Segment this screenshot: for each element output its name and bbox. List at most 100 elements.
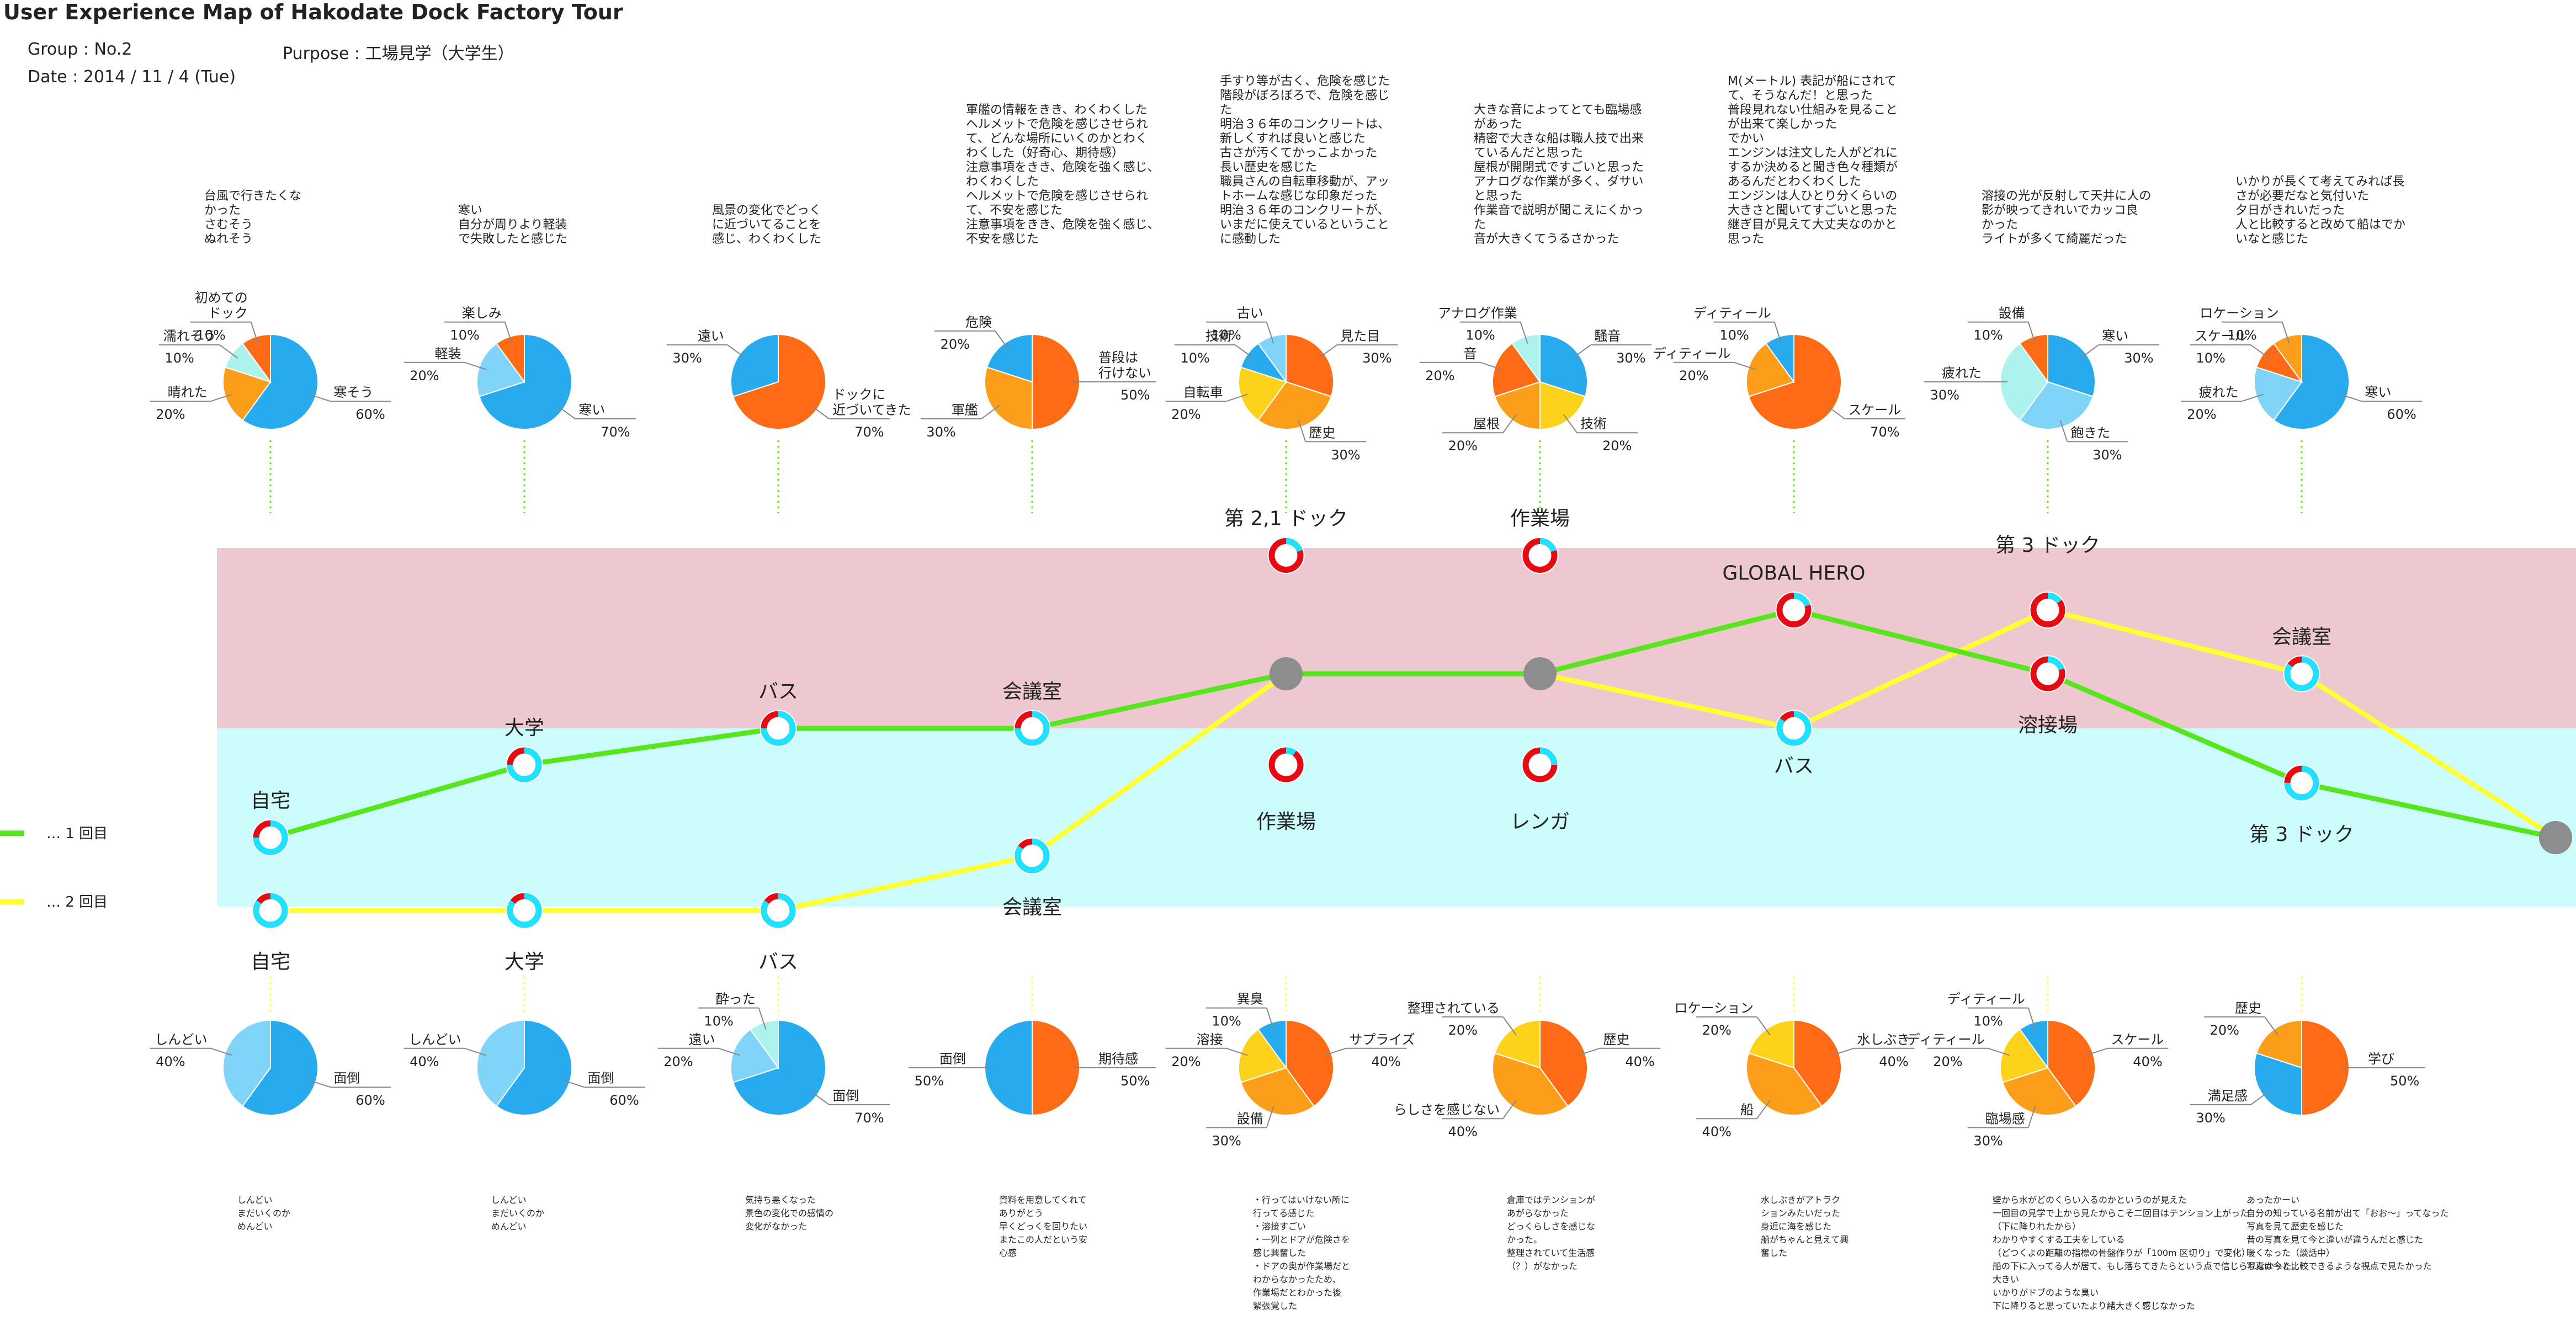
top-comment-line: わくわくした — [966, 175, 1039, 189]
pie-label: 楽しみ — [462, 306, 502, 321]
top-comment-line: わくした（好奇心、期待感） — [966, 146, 1124, 160]
bottom-comment-line: ・行ってはいけない所に — [1253, 1195, 1350, 1205]
pie-leader — [210, 393, 232, 402]
pie-pct: 30% — [1212, 1133, 1241, 1148]
pie-pct: 70% — [1870, 424, 1899, 440]
branch-label: 作業場 — [1256, 811, 1316, 833]
bottom-comment: 倉庫ではテンションがあがらなかったどっくらしさを感じなかった。整理されていて生活… — [1507, 1195, 1595, 1271]
top-comment-line: かった — [204, 204, 241, 217]
pie-pct: 20% — [1933, 1054, 1962, 1069]
stage-label: 溶接場 — [2018, 714, 2078, 737]
pie-leader — [810, 1091, 830, 1105]
bottom-comment-line: ・ドアの奥が作業場だと — [1253, 1261, 1350, 1271]
pie-pct: 10% — [196, 328, 225, 343]
ring-positive — [1015, 838, 1050, 874]
ring-hole — [513, 754, 535, 776]
pie-leader — [1563, 414, 1578, 433]
bottom-comment-line: いかりがドブのような臭い — [1993, 1287, 2099, 1298]
bottom-comment-line: 自分の知っている名前が出て「おお～」ってなった — [2246, 1208, 2448, 1218]
top-comment-line: ヘルメットで危険を感じさせられ — [966, 118, 1148, 131]
bottom-comment: あったかーい自分の知っている名前が出て「おお～」ってなった写真を見て歴史を感じた… — [2246, 1195, 2448, 1271]
branch-label: 第 2,1 ドック — [1224, 508, 1348, 530]
top-comment-line: トホームな感じな印象だった — [1220, 189, 1377, 203]
ring-hole — [1529, 545, 1551, 566]
pie-pct: 30% — [2196, 1110, 2225, 1126]
branch-node — [1267, 537, 1305, 574]
pie-pct: 40% — [1371, 1054, 1400, 1069]
pie-leader — [1773, 322, 1782, 344]
stage-label: バス — [1774, 755, 1814, 778]
pie-leader — [1266, 1106, 1274, 1128]
top-comment-line: と思った — [1474, 189, 1522, 203]
pie-leader — [2242, 393, 2264, 402]
pie-label: 歴史 — [1309, 425, 1335, 440]
ring-positive — [2030, 656, 2065, 691]
bottom-comment-line: 倉庫ではテンションが — [1507, 1195, 1595, 1205]
pie-leader — [1756, 1016, 1771, 1036]
legend-label-second: … 2 回目 — [46, 894, 108, 910]
bottom-comment-line: 変化がなかった — [745, 1221, 807, 1232]
pie-leader — [1324, 1047, 1346, 1056]
pie-leader — [250, 322, 259, 344]
pie-label: 寒い — [578, 402, 605, 418]
pie-pct: 40% — [410, 1054, 439, 1069]
stage-label: 自宅 — [251, 951, 290, 973]
pie-label: 歴史 — [1603, 1032, 1629, 1047]
pie-label: 危険 — [965, 315, 992, 330]
pie-label: ドックに — [832, 387, 885, 402]
top-comment-line: た — [1220, 103, 1232, 117]
ring-positive — [507, 747, 542, 782]
top-comment-line: があった — [1474, 118, 1522, 131]
pie-label: スケール — [2195, 328, 2248, 344]
top-comment: 手すり等が古く、危険を感じた階段がぼろぼろで、危険を感じた明治３６年のコンクリー… — [1220, 74, 1390, 246]
top-comment-line: エンジンは人ひとり分くらいの — [1728, 189, 1897, 203]
pie-label: 溶接 — [1197, 1032, 1223, 1047]
ring-positive — [1776, 711, 1812, 746]
top-comment-line: 注意事項をきき、危険を強く感じ、 — [966, 218, 1159, 232]
ring-positive — [253, 893, 288, 928]
stage-label: 自宅 — [251, 790, 290, 812]
bottom-comment-line: あがらなかった — [1507, 1208, 1569, 1218]
branch-node — [1267, 746, 1305, 784]
top-comment-line: 階段がぼろぼろで、危険を感じ — [1220, 89, 1389, 103]
ring-positive — [253, 820, 288, 855]
legend-swatch-second — [0, 899, 24, 904]
series-2-node — [252, 892, 289, 929]
pie-label: サプライズ — [1349, 1032, 1415, 1047]
pie-label: 音 — [1464, 346, 1477, 361]
top-comment-line: 風景の変化でどっく — [712, 204, 821, 217]
top-comment-line: 溶接の光が反射して天井に人の — [1982, 189, 2151, 203]
pie-leader — [2080, 344, 2099, 359]
bottom-comment-line: 下に降りると思っていたより緒大きく感じなかった — [1993, 1301, 2195, 1311]
bottom-comment-line: 緊張覚した — [1253, 1301, 1297, 1311]
top-comment-line: で失敗したと感じた — [458, 232, 567, 246]
ring-hole — [513, 899, 535, 922]
ring-hole — [259, 899, 281, 922]
pie-label: 臨場感 — [1985, 1111, 2025, 1126]
pie-leader — [718, 1047, 740, 1056]
pie-leader — [1226, 1047, 1248, 1056]
series-2-node — [2029, 592, 2067, 629]
pie-label: 設備 — [1237, 1111, 1263, 1126]
series-1-node — [759, 710, 797, 747]
series-1-node — [252, 819, 289, 856]
stage-label: 第 3 ドック — [1995, 534, 2100, 557]
bottom-comment: 壁から水がどのくらい入るのかというのが見えた一回目の見学で上から見たからこそ二回… — [1993, 1195, 2301, 1311]
pie-pct: 20% — [1679, 368, 1708, 384]
pie-label: 遠い — [689, 1032, 715, 1047]
pie-label: 近づいてきた — [832, 402, 911, 418]
top-comment: M(メートル) 表記が船にされてて、そうなんだ！と思った普段見れない仕組みを見る… — [1728, 74, 1898, 246]
bottom-comment-line: 身近に海を感じた — [1761, 1221, 1831, 1232]
bottom-comment-line: 整理されていて生活感 — [1507, 1248, 1595, 1258]
top-comment-line: 古さが汚くてかっこよかった — [1220, 146, 1377, 160]
legend-label-first: … 1 回目 — [46, 826, 108, 842]
pie-leader — [1235, 344, 1254, 359]
ring-hole — [1783, 717, 1805, 739]
